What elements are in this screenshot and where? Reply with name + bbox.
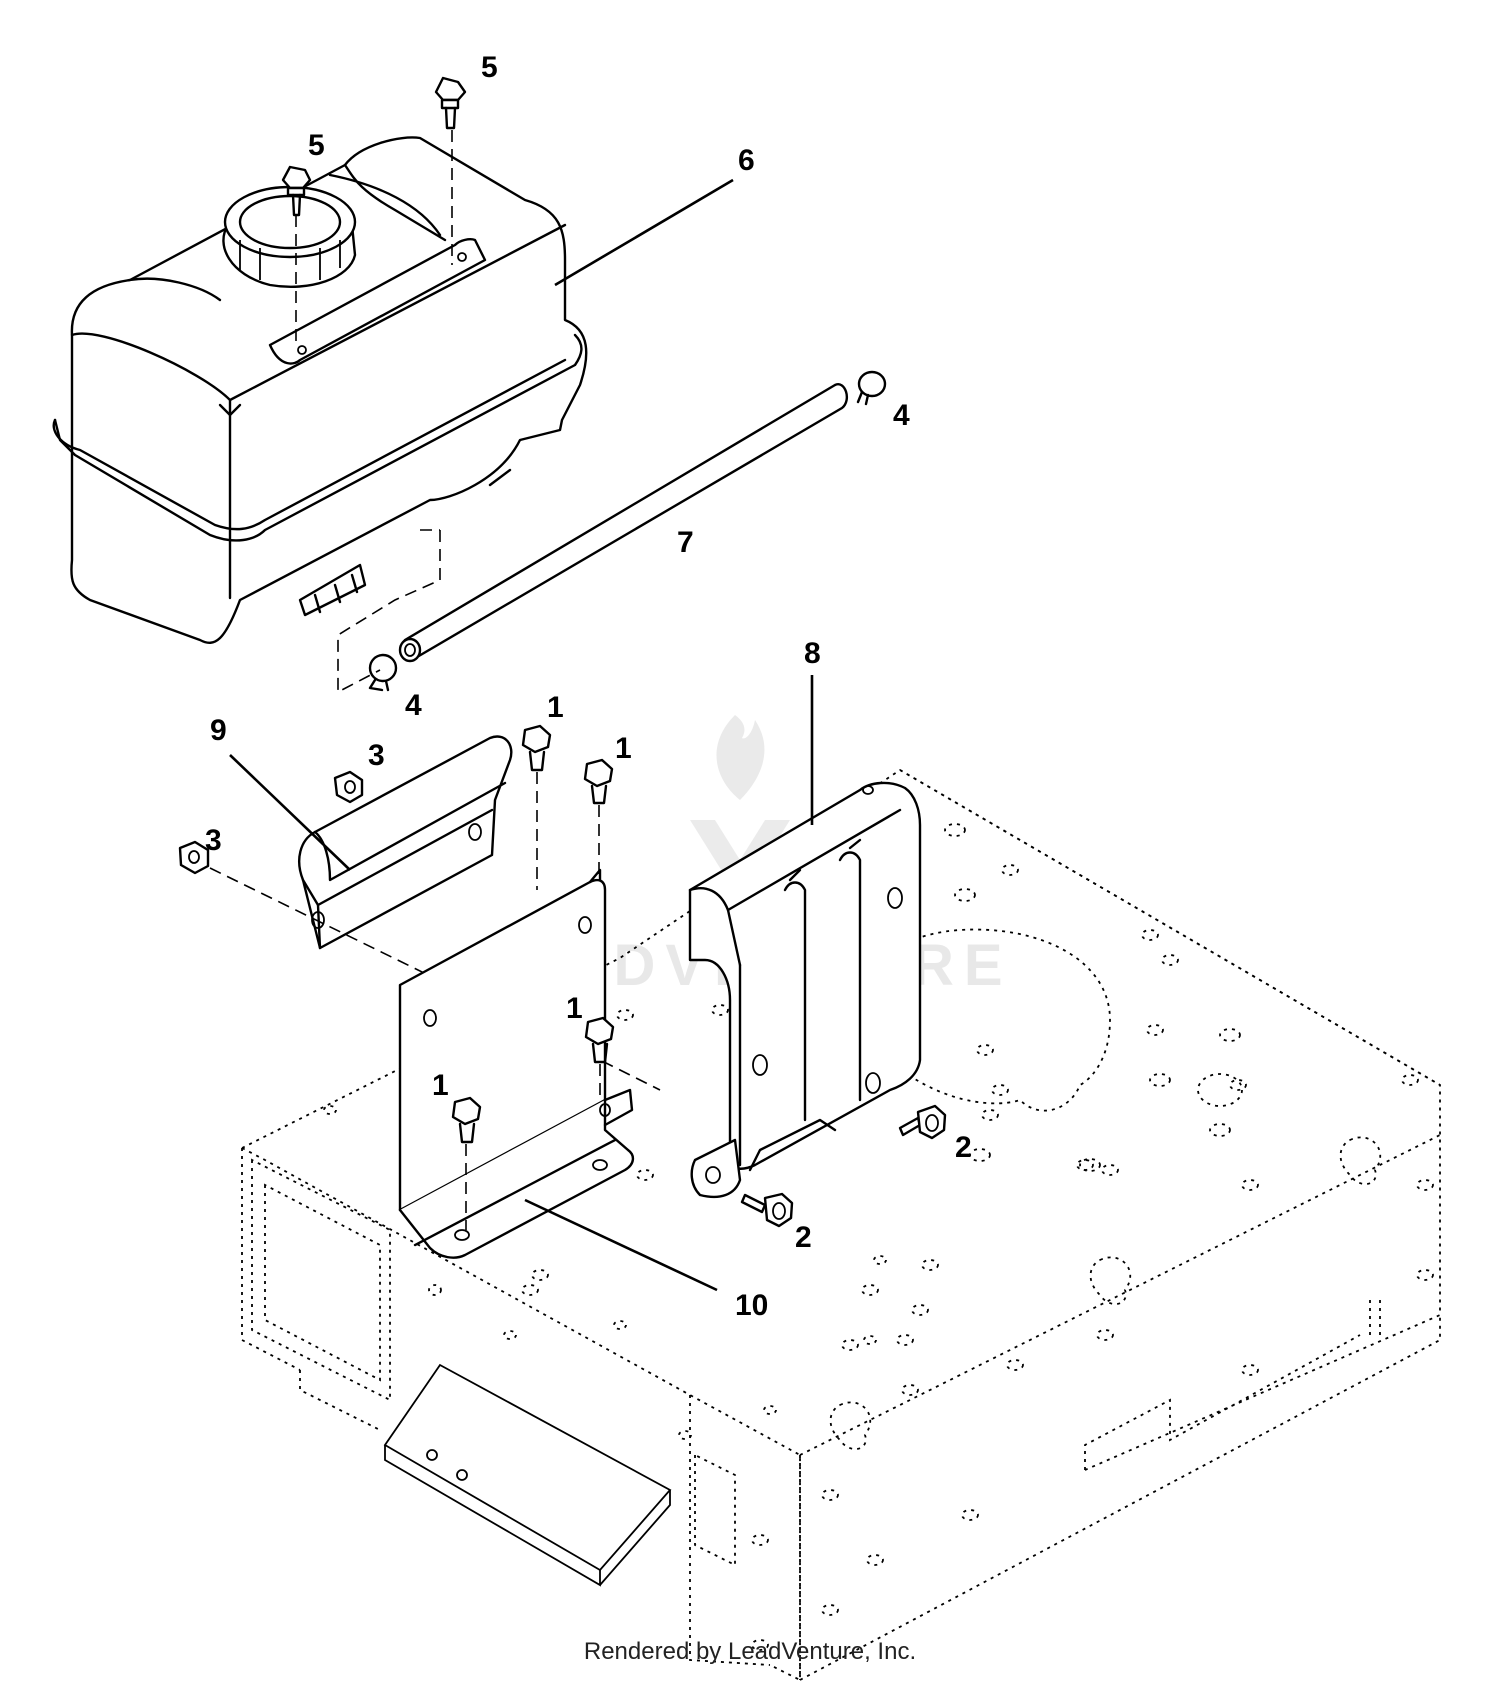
callout-1-a: 1: [547, 691, 564, 724]
screw-1-b: [583, 758, 614, 805]
nut-3-lower: [178, 840, 210, 875]
watermark-flame-icon: [716, 715, 765, 800]
hose-clamp-upper: [856, 370, 887, 406]
housing-8: [688, 781, 922, 1199]
screw-1-a: [521, 724, 552, 772]
callout-1-d: 1: [432, 1069, 449, 1102]
callout-10: 10: [735, 1289, 768, 1322]
render-credit: Rendered by LeadVenture, Inc.: [583, 1638, 917, 1665]
callout-1-c: 1: [566, 992, 583, 1025]
fuel-line: [398, 383, 849, 663]
callout-7: 7: [677, 526, 694, 559]
nut-3-upper: [333, 770, 364, 804]
bolt-2-lower: [740, 1192, 794, 1228]
hose-clamp-lower: [368, 653, 398, 692]
callout-3-lower: 3: [205, 824, 222, 857]
chassis-frame: [241, 768, 1441, 1682]
screw-1-c: [584, 1016, 615, 1064]
callout-9: 9: [210, 714, 227, 747]
callout-6: 6: [738, 144, 755, 177]
fuel-tank: [52, 136, 588, 644]
screw-5-upper: [434, 76, 467, 130]
bracket-10: [398, 868, 635, 1259]
callout-4-lower: 4: [405, 689, 422, 722]
callout-2-lower: 2: [795, 1221, 812, 1254]
callout-5-lower: 5: [308, 129, 325, 162]
screw-5-lower: [281, 165, 312, 217]
screw-1-d: [451, 1096, 482, 1144]
callout-5-upper: 5: [481, 51, 498, 84]
bolt-2-upper: [898, 1104, 947, 1140]
callout-1-b: 1: [615, 732, 632, 765]
callout-3-upper: 3: [368, 739, 385, 772]
callout-4-upper: 4: [893, 399, 910, 432]
callouts: 5 5 6 4 7 4 8 9 3 3 1 1 1 1 2 2 10: [205, 51, 972, 1322]
fuel-line-phantom: [337, 530, 441, 694]
callout-2-upper: 2: [955, 1131, 972, 1164]
callout-8: 8: [804, 637, 821, 670]
leader-lines: [229, 178, 814, 1292]
bracket-9: [298, 735, 513, 950]
